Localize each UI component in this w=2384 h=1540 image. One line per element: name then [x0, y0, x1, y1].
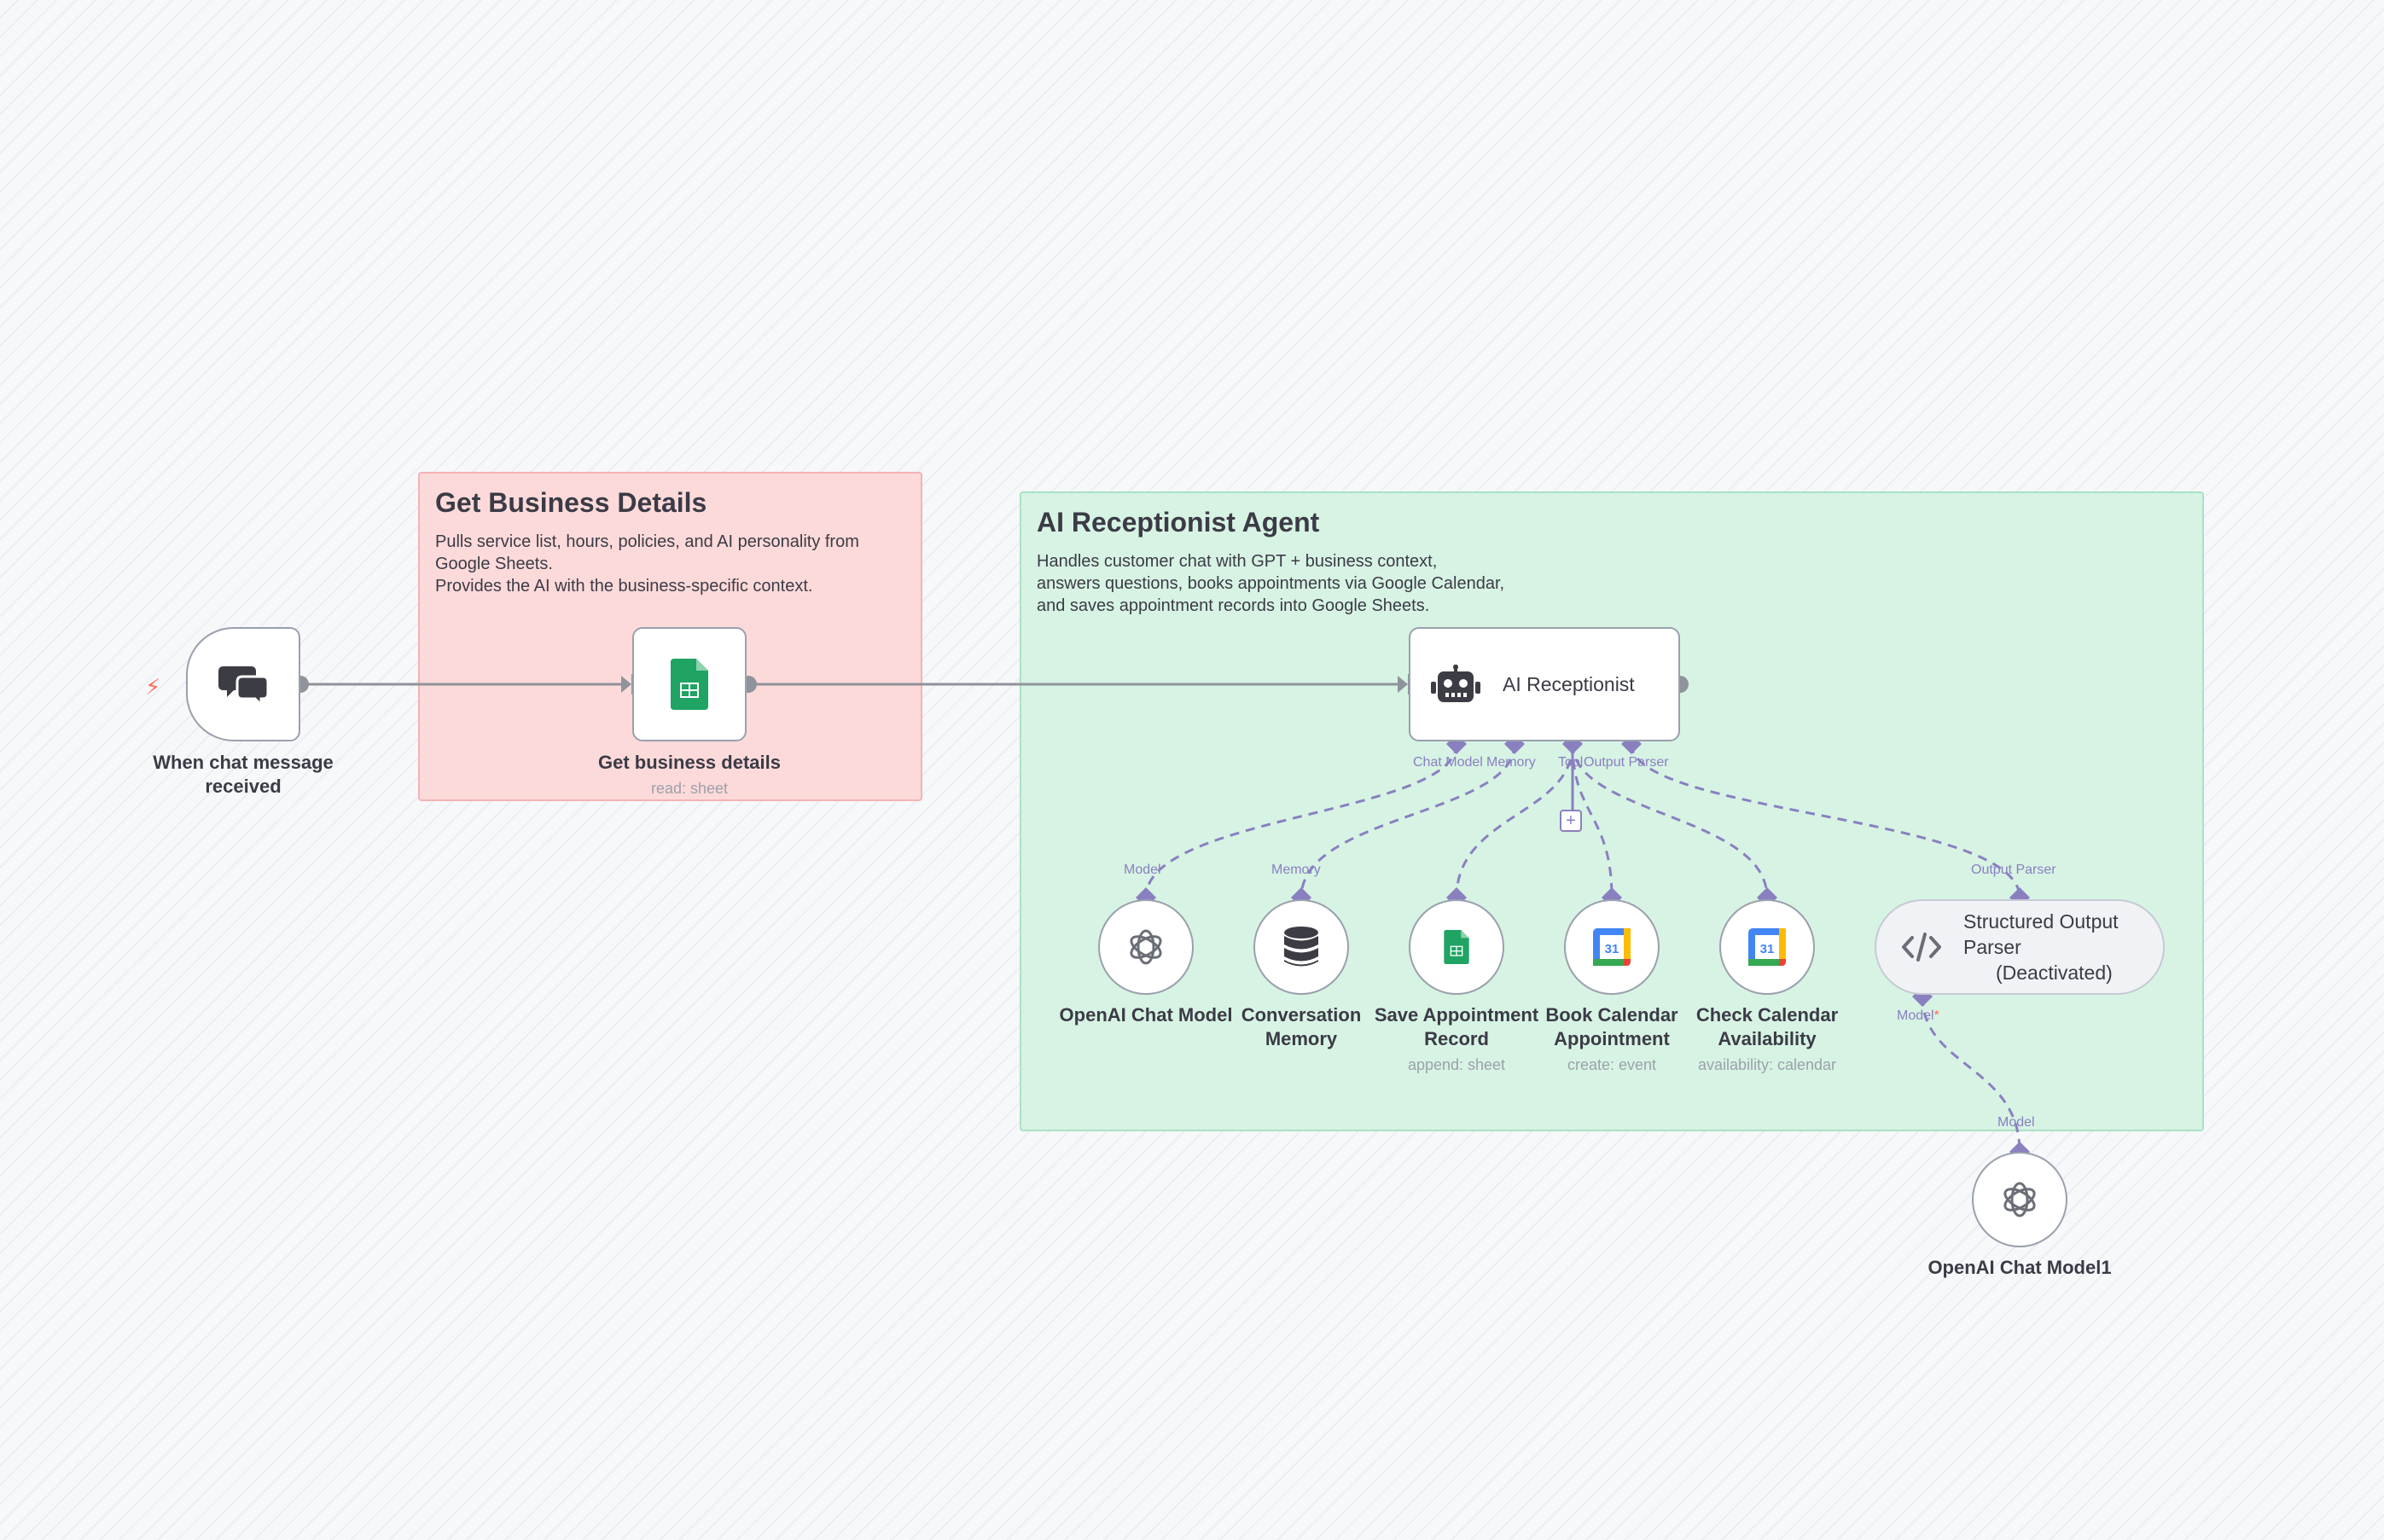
calendar-day-number: 31 [1605, 942, 1619, 956]
sticky-body: Handles customer chat with GPT + busines… [1037, 552, 1505, 615]
node-label: When chat message received [153, 752, 334, 797]
node-label: Save Appointment Record [1374, 1004, 1539, 1049]
node-label: Conversation Memory [1241, 1004, 1362, 1049]
sticky-note-ai-receptionist-agent[interactable]: AI Receptionist Agent Handles customer c… [1020, 491, 2204, 1131]
node-subtitle: create: event [1567, 1056, 1657, 1073]
port-label-output-parser: Output Parser [1584, 755, 1669, 770]
port-label-parser-model: Model* [1897, 1008, 1939, 1023]
node-label: Book Calendar Appointment [1545, 1004, 1678, 1049]
port-label-tool: Tool [1558, 755, 1584, 770]
parser-text: Structured Output Parser (Deactivated) [1963, 909, 2119, 985]
node-label: Check Calendar Availability [1695, 1004, 1839, 1049]
node-book-calendar-appointment[interactable]: 31 [1564, 899, 1660, 995]
arrow-head [621, 676, 631, 693]
port-label-memory: Memory [1486, 755, 1536, 770]
node-subtitle: append: sheet [1407, 1056, 1506, 1073]
calendar-day-number: 31 [1760, 942, 1775, 956]
openai-icon [1130, 929, 1162, 965]
chat-bubbles-icon [218, 666, 270, 706]
node-subtitle: availability: calendar [1697, 1056, 1837, 1073]
port-label-model1: Model [1997, 1115, 2035, 1130]
connection-tool-save[interactable] [1455, 743, 1574, 898]
node-openai-chat-model1[interactable] [1972, 1152, 2067, 1247]
google-calendar-icon: 31 [1748, 928, 1786, 966]
node-when-chat-message-received[interactable] [186, 627, 300, 741]
port-label-memory: Memory [1271, 863, 1321, 877]
sticky-note-business-details[interactable]: Get Business Details Pulls service list,… [418, 472, 922, 801]
connection-model[interactable] [1144, 743, 1458, 898]
openai-icon [2003, 1182, 2036, 1217]
node-label: Get business details [598, 752, 781, 773]
sticky-title: AI Receptionist Agent [1037, 507, 1320, 538]
node-save-appointment-record[interactable] [1409, 899, 1504, 995]
node-check-calendar-availability[interactable]: 31 [1719, 899, 1815, 995]
port-label-model: Model [1124, 863, 1161, 877]
node-label: Structured Output Parser [1963, 910, 2119, 958]
connection-memory[interactable] [1300, 743, 1516, 898]
connection-output-parser[interactable] [1630, 743, 2021, 898]
robot-icon [1431, 665, 1480, 702]
code-icon [1902, 933, 1941, 962]
add-tool-button[interactable]: + [1560, 810, 1582, 832]
node-conversation-memory[interactable] [1253, 899, 1349, 995]
connection-tool-book[interactable] [1571, 743, 1614, 898]
trigger-bolt-icon: ⚡ [145, 674, 161, 700]
deactivated-status: (Deactivated) [1996, 962, 2113, 984]
node-openai-chat-model[interactable] [1098, 899, 1194, 995]
database-icon [1284, 927, 1318, 967]
node-subtitle: read: sheet [650, 780, 729, 797]
sticky-title: Get Business Details [435, 487, 707, 518]
port-label-chat-model: Chat Model [1413, 755, 1483, 770]
port-label-output-parser: Output Parser [1971, 863, 2056, 877]
node-get-business-details[interactable] [632, 627, 747, 741]
google-sheets-icon [671, 659, 708, 710]
node-label: OpenAI Chat Model [1059, 1004, 1233, 1026]
node-structured-output-parser[interactable]: Structured Output Parser (Deactivated) [1875, 899, 2165, 995]
node-ai-receptionist[interactable]: AI Receptionist [1409, 627, 1680, 741]
connection-tool-check[interactable] [1571, 743, 1769, 898]
node-title: AI Receptionist [1503, 672, 1635, 695]
node-label: OpenAI Chat Model1 [1928, 1257, 2112, 1278]
google-calendar-icon: 31 [1593, 928, 1631, 966]
sticky-body: Pulls service list, hours, policies, and… [435, 532, 859, 596]
connection-parser-model[interactable] [1921, 996, 2021, 1153]
arrow-head [1398, 676, 1408, 693]
google-sheets-icon [1444, 930, 1469, 964]
